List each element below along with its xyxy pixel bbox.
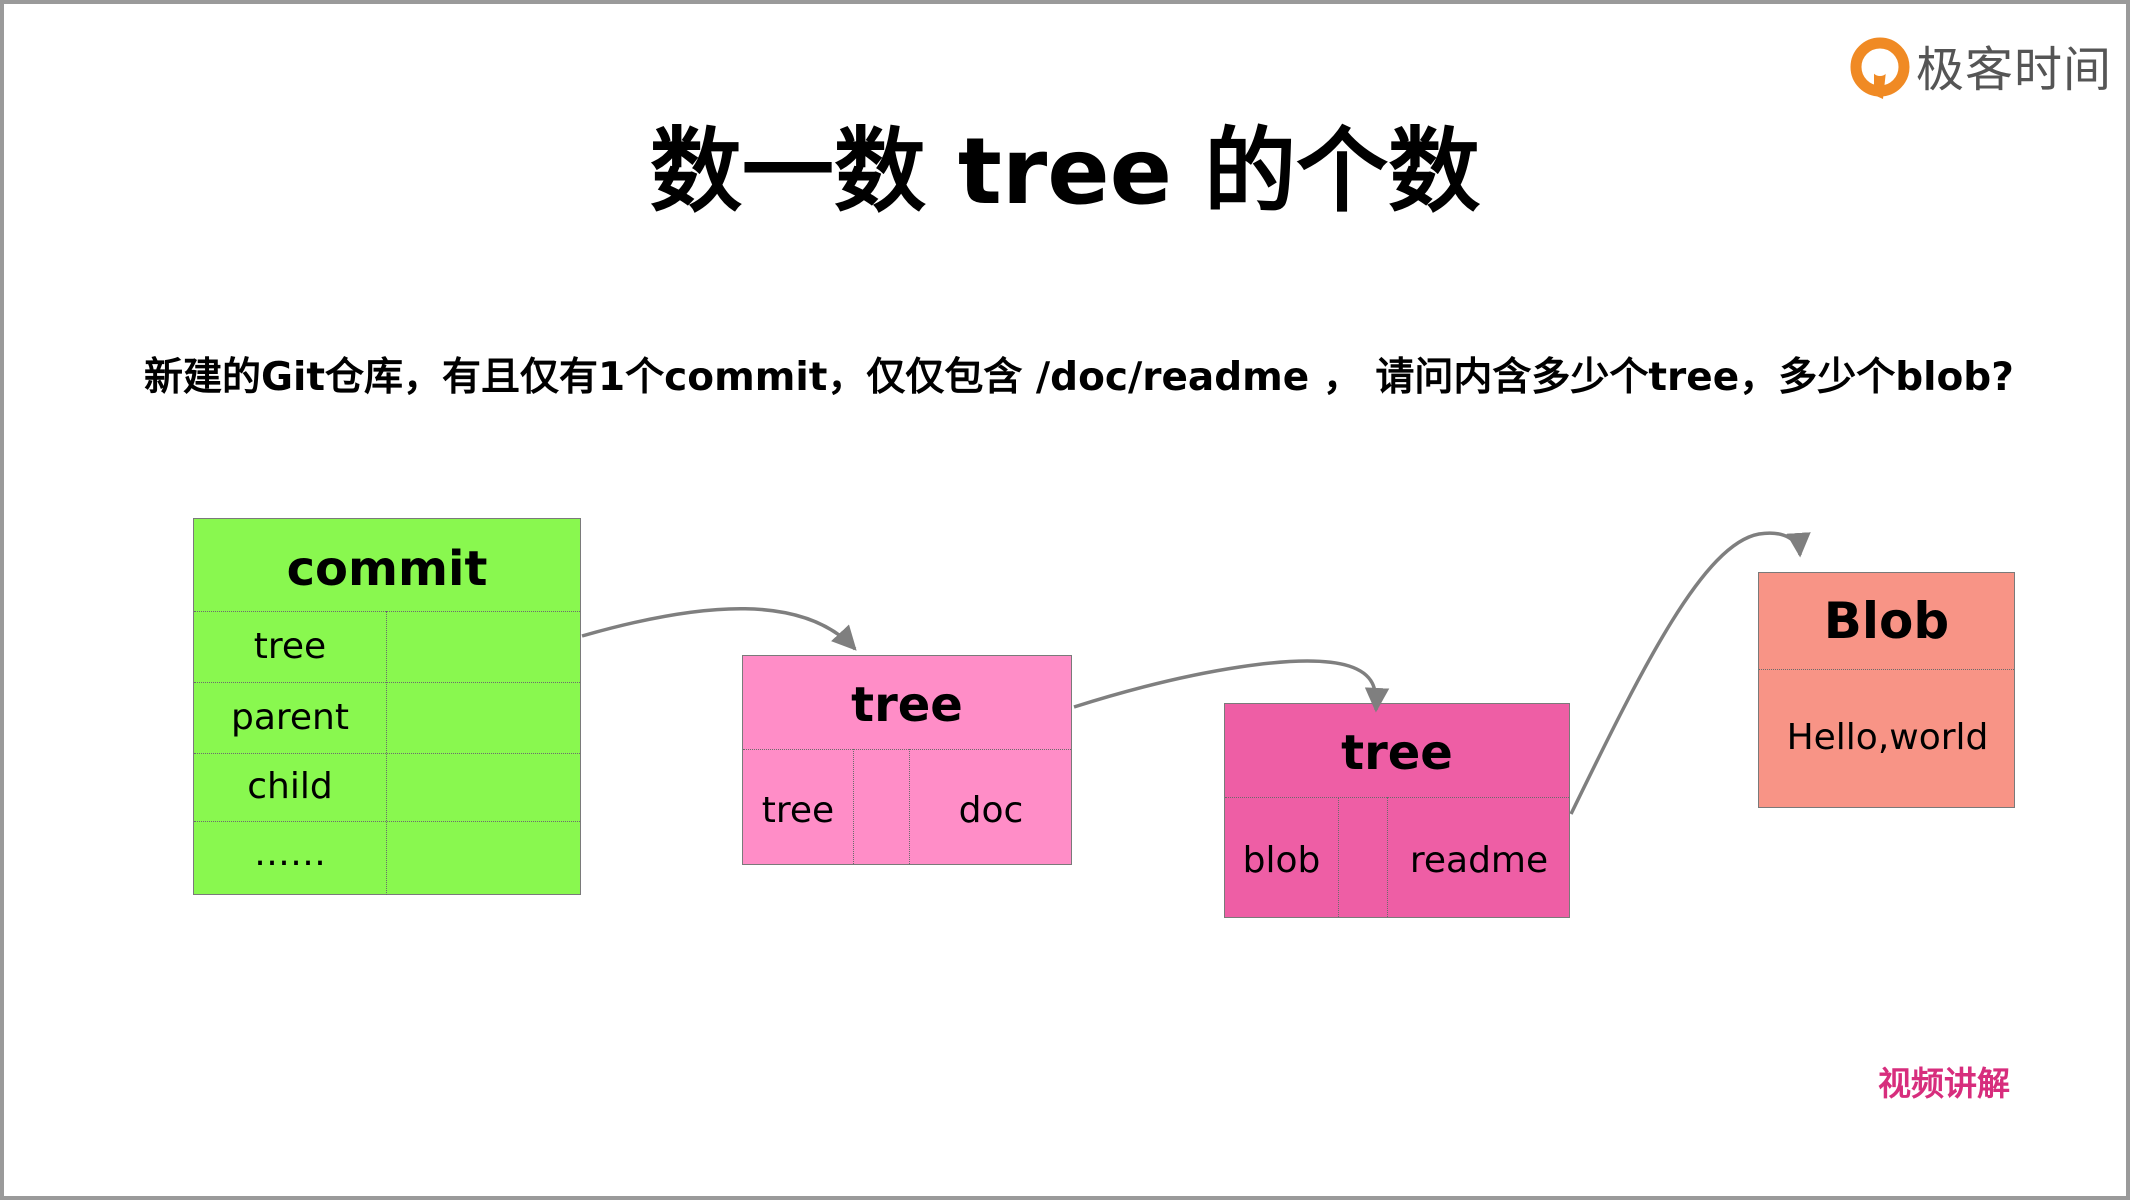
divider (194, 753, 580, 754)
divider (909, 749, 910, 864)
divider (194, 611, 580, 612)
logo-text: 极客时间 (1916, 42, 2113, 98)
blob-header: Blob (1823, 592, 1950, 650)
question-text: 新建的Git仓库，有且仅有1个commit，仅仅包含 /doc/readme ，… (144, 355, 2014, 400)
commit-row-parent: parent (230, 697, 349, 738)
geekbang-logo-icon (1850, 37, 1910, 99)
divider (194, 682, 580, 683)
divider (853, 749, 854, 864)
arrow-commit-to-tree (581, 607, 857, 651)
tree-entry-name: doc (958, 790, 1024, 831)
tree-entry-name: readme (1409, 840, 1549, 881)
tree-header: tree (851, 677, 963, 733)
commit-object: commit tree parent child …… (193, 518, 581, 895)
commit-row-tree: tree (253, 626, 327, 667)
tree-entry-type: tree (761, 790, 835, 831)
blob-object: Blob Hello,world (1758, 572, 2015, 808)
commit-header: commit (286, 541, 488, 597)
divider (743, 749, 1071, 750)
divider (1759, 669, 2014, 670)
tree-header: tree (1341, 725, 1453, 781)
tree-entry-type: blob (1242, 840, 1321, 881)
divider (1225, 797, 1569, 798)
video-explanation-link[interactable]: 视频讲解 (1878, 1064, 2010, 1103)
divider (194, 821, 580, 822)
tree-object-root: tree tree doc (742, 655, 1072, 865)
geekbang-logo: 极客时间 (1850, 34, 2111, 104)
blob-content: Hello,world (1786, 717, 1989, 758)
divider (386, 611, 387, 895)
slide-title: 数一数 tree 的个数 (649, 118, 1481, 225)
commit-row-child: child (247, 766, 333, 807)
slide: 极客时间 数一数 tree 的个数 新建的Git仓库，有且仅有1个commit，… (4, 4, 2126, 1196)
divider (1338, 797, 1339, 917)
divider (1387, 797, 1388, 917)
tree-object-doc: tree blob readme (1224, 703, 1570, 918)
commit-row-more: …… (254, 833, 326, 874)
